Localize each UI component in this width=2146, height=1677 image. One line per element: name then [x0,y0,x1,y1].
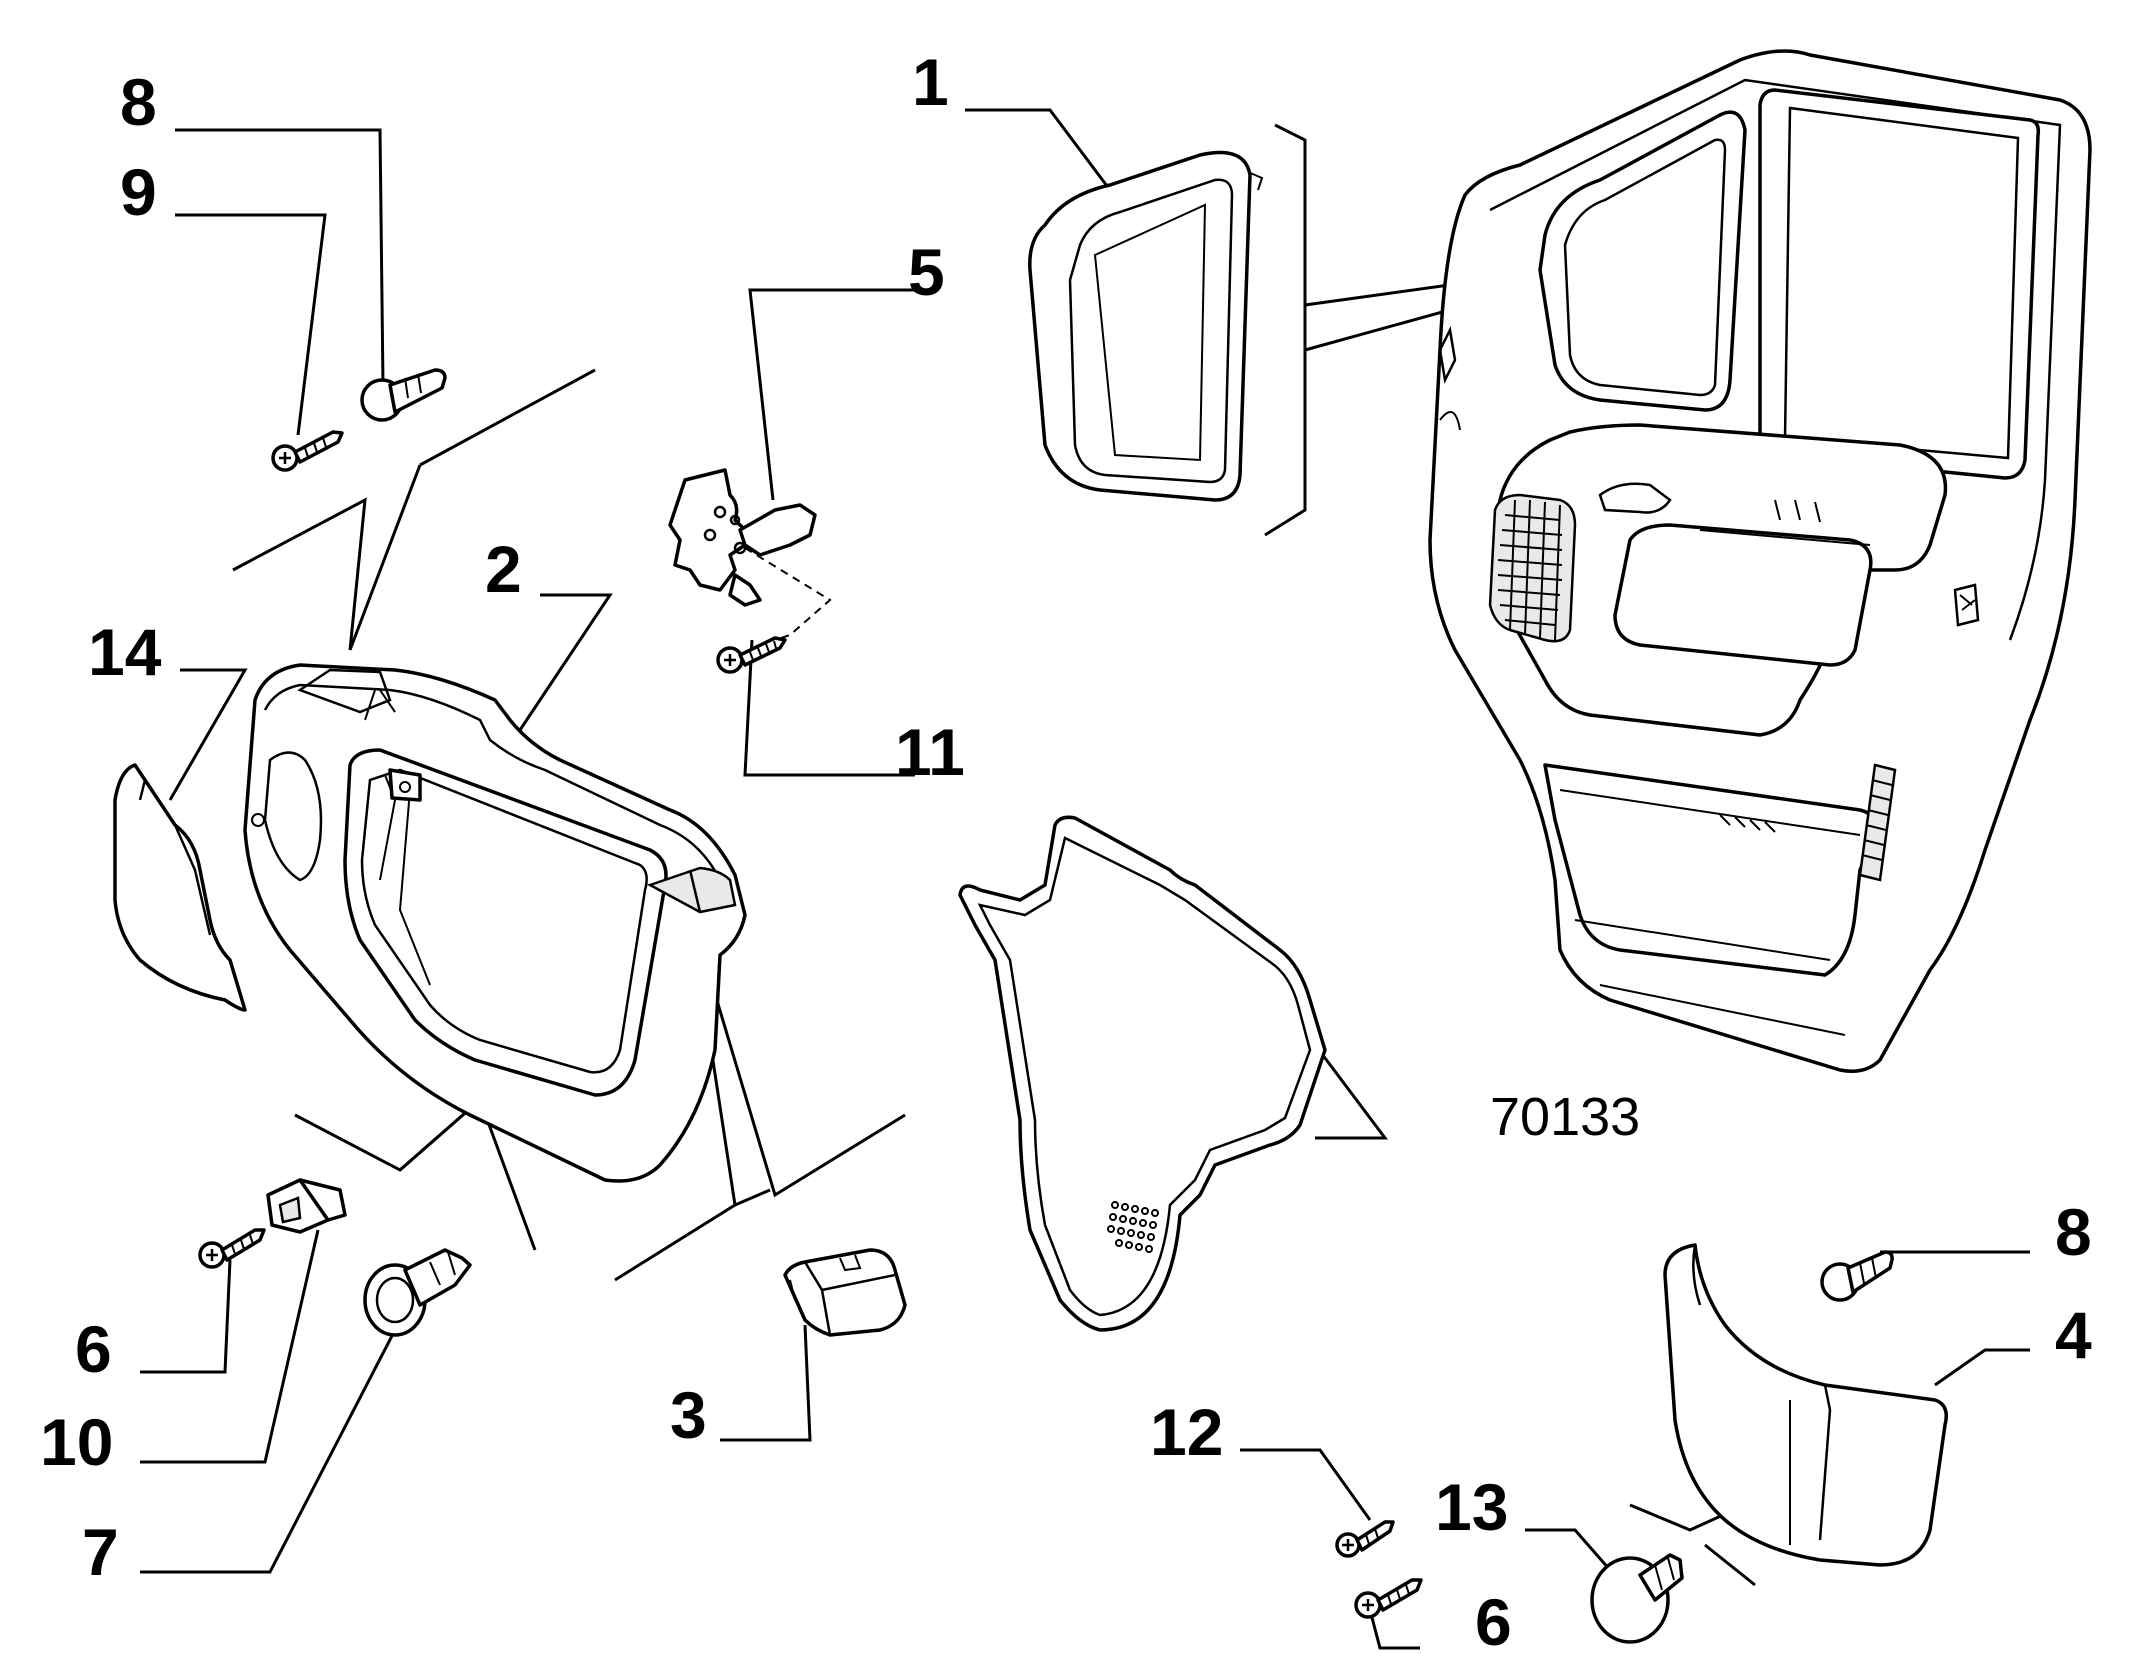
part-12-screw [1335,1520,1395,1558]
part-70133-membrane [958,815,1327,1332]
callout-1: 1 [912,45,949,119]
part-3-handle-insert [783,1248,907,1337]
part-9-screw [271,430,344,472]
callout-11: 11 [895,715,965,789]
callout-13: 13 [1435,1470,1508,1544]
callout-6-left: 6 [75,1312,112,1386]
part-1-window-trim [1028,150,1264,502]
callout-2: 2 [485,532,522,606]
part-2-armrest-trim [243,663,747,1183]
part-8-clip-top [360,368,447,422]
callout-70133: 70133 [1490,1087,1640,1147]
part-4-corner-trim [1663,1243,1948,1567]
callout-6-right: 6 [1475,1585,1512,1659]
part-14-end-cap [113,763,247,1012]
callout-14: 14 [88,615,162,689]
callout-8-right: 8 [2055,1195,2092,1269]
callout-10: 10 [40,1405,113,1479]
callout-7: 7 [82,1515,119,1589]
part-5-lock-bracket [668,468,832,646]
callout-3: 3 [670,1378,707,1452]
callout-labels: 8 9 1 5 2 14 11 70133 8 4 6 10 3 12 13 7… [40,45,2092,1659]
callout-12: 12 [1150,1395,1223,1469]
callout-5: 5 [908,235,945,309]
membrane-dot-pattern [1107,1201,1159,1253]
part-6-screw-right [1354,1578,1423,1619]
callout-4: 4 [2055,1298,2092,1372]
part-8-clip-right [1820,1250,1894,1302]
part-door-panel [1428,49,2092,1073]
callout-9: 9 [120,155,157,229]
part-13-button-clip [1590,1553,1684,1644]
part-11-screw [716,636,787,674]
part-7-push-fastener [363,1248,472,1337]
leader-lines [140,108,2030,1650]
callout-8-top: 8 [120,65,157,139]
part-6-screw-left [198,1228,266,1269]
speaker-grille-pattern [1497,499,1563,641]
part-10-cage-nut [266,1178,347,1234]
